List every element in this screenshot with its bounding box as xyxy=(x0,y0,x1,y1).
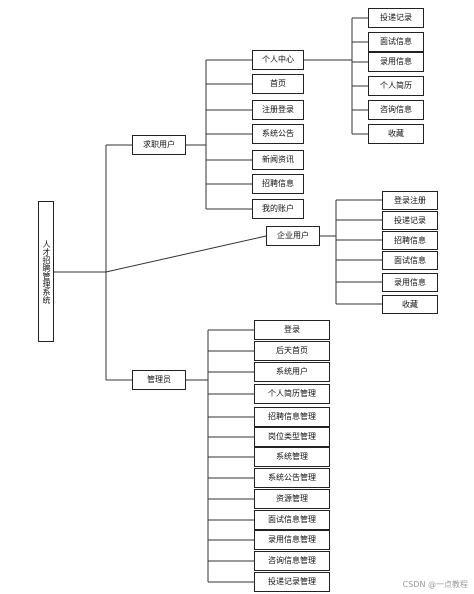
connector-line xyxy=(105,235,267,273)
personal-center-item: 投递记录 xyxy=(368,8,424,28)
seeker-item: 我的账户 xyxy=(252,199,304,219)
enterprise-item: 登录注册 xyxy=(382,191,438,210)
admin-item: 系统管理 xyxy=(254,447,330,467)
admin-item: 投递记录管理 xyxy=(254,572,330,592)
admin-item: 录用信息管理 xyxy=(254,530,330,550)
admin-item: 系统公告管理 xyxy=(254,468,330,488)
personal-center-item: 个人简历 xyxy=(368,76,424,96)
root-node: 人才招聘管理系统 xyxy=(38,201,54,342)
personal-center-item: 咨询信息 xyxy=(368,100,424,120)
admin-item: 后天首页 xyxy=(254,341,330,361)
admin-item: 岗位类型管理 xyxy=(254,427,330,447)
seeker-item: 注册登录 xyxy=(252,100,304,120)
admin-item: 个人简历管理 xyxy=(254,384,330,404)
enterprise-item: 招聘信息 xyxy=(382,231,438,250)
personal-center-item: 面试信息 xyxy=(368,32,424,52)
seeker-item: 系统公告 xyxy=(252,124,304,144)
group-admin: 管理员 xyxy=(132,370,186,390)
admin-item: 登录 xyxy=(254,320,330,340)
watermark: CSDN @一点教程 xyxy=(402,580,468,589)
personal-center-item: 录用信息 xyxy=(368,52,424,72)
admin-item: 面试信息管理 xyxy=(254,510,330,530)
admin-item: 招聘信息管理 xyxy=(254,407,330,427)
enterprise-item: 录用信息 xyxy=(382,273,438,292)
admin-item: 咨询信息管理 xyxy=(254,551,330,571)
enterprise-item: 收藏 xyxy=(382,295,438,314)
seeker-item: 首页 xyxy=(252,74,304,94)
seeker-item: 新闻资讯 xyxy=(252,150,304,170)
personal-center-item: 收藏 xyxy=(368,124,424,144)
group-job-seeker: 求职用户 xyxy=(132,135,186,155)
root-label: 人才招聘管理系统 xyxy=(42,239,51,304)
group-enterprise: 企业用户 xyxy=(266,226,320,246)
admin-item: 资源管理 xyxy=(254,489,330,509)
enterprise-item: 投递记录 xyxy=(382,211,438,230)
enterprise-item: 面试信息 xyxy=(382,251,438,270)
seeker-item: 招聘信息 xyxy=(252,174,304,194)
admin-item: 系统用户 xyxy=(254,362,330,382)
seeker-item: 个人中心 xyxy=(252,50,304,70)
